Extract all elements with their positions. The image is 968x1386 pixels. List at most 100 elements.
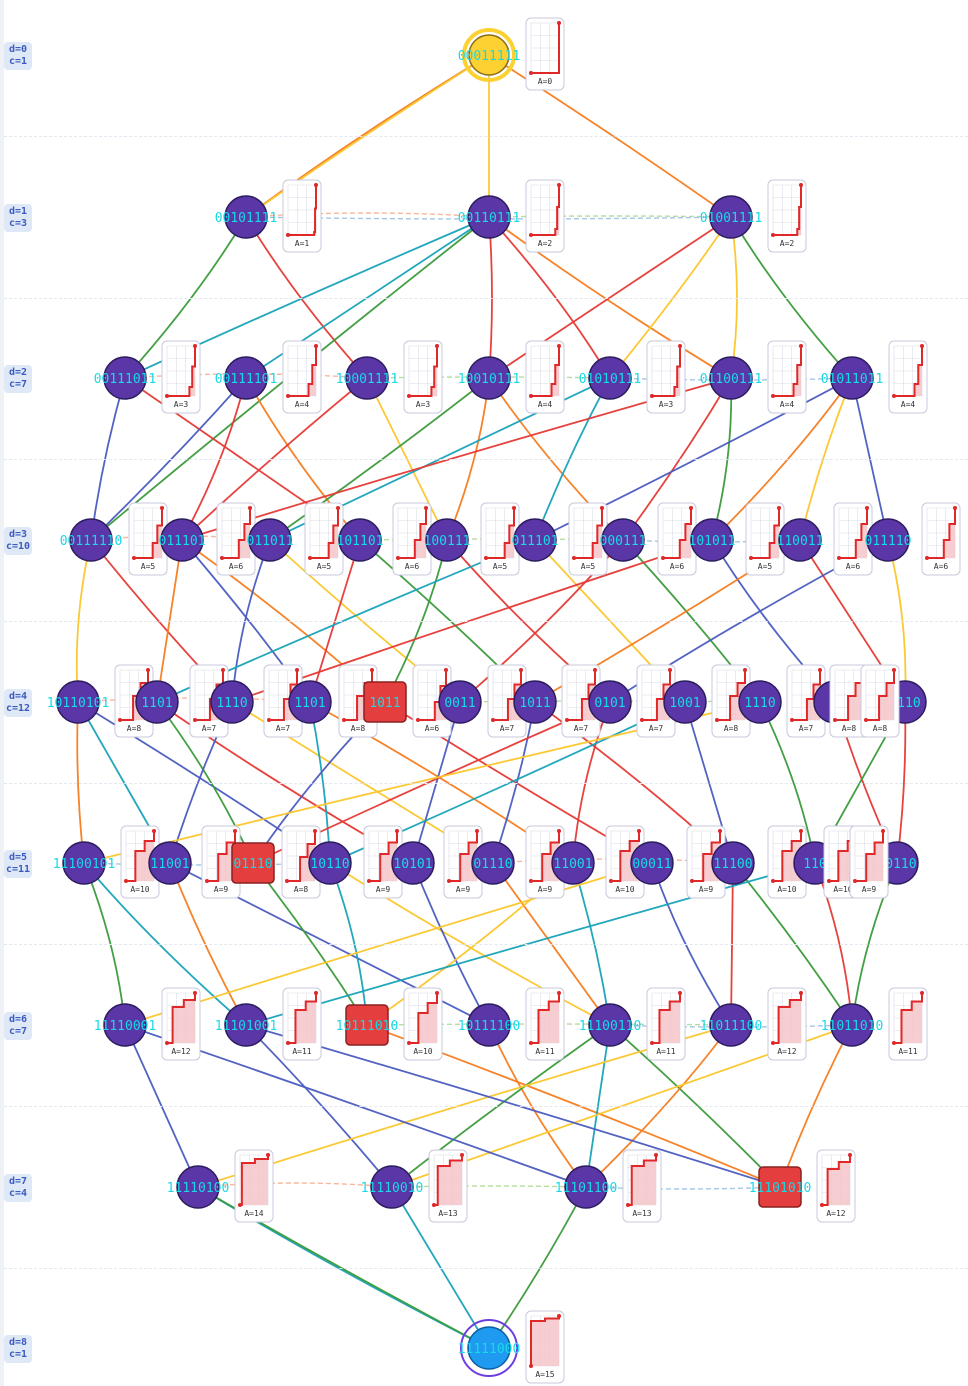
path-thumbnail-card[interactable]: A=3 xyxy=(161,340,201,414)
state-node[interactable]: 011101 xyxy=(512,518,559,562)
path-thumbnail-card[interactable]: A=9 xyxy=(201,825,241,899)
path-thumbnail-card[interactable]: A=9 xyxy=(443,825,483,899)
state-node[interactable]: 11100101 xyxy=(53,841,116,885)
state-node[interactable]: 10001111 xyxy=(336,356,399,400)
state-node[interactable]: 101101 xyxy=(337,518,384,562)
state-node[interactable]: 11101100 xyxy=(555,1165,618,1209)
state-node[interactable]: 0101 xyxy=(588,680,632,724)
state-node[interactable]: 10101 xyxy=(391,841,435,885)
path-thumbnail-card[interactable]: A=13 xyxy=(622,1149,662,1223)
path-thumbnail-card[interactable]: A=6 xyxy=(657,502,697,576)
state-node[interactable]: 01110 xyxy=(471,841,515,885)
state-node[interactable]: 11110001 xyxy=(94,1003,157,1047)
path-thumbnail-card[interactable]: A=5 xyxy=(128,502,168,576)
state-node[interactable]: 11111000 xyxy=(458,1319,521,1377)
state-node[interactable]: 1011 xyxy=(363,681,407,723)
path-thumbnail-card[interactable]: A=8 xyxy=(711,664,751,738)
state-node[interactable]: 000111 xyxy=(600,518,647,562)
path-thumbnail-card[interactable]: A=6 xyxy=(392,502,432,576)
state-node[interactable]: 1001 xyxy=(663,680,707,724)
path-thumbnail-card[interactable]: A=4 xyxy=(767,340,807,414)
state-node[interactable]: 00111110 xyxy=(60,518,123,562)
state-node[interactable]: 110011 xyxy=(777,518,824,562)
state-node[interactable]: 01010111 xyxy=(579,356,642,400)
path-thumbnail-card[interactable]: A=11 xyxy=(525,987,565,1061)
state-node[interactable]: 00011111 xyxy=(458,28,521,82)
path-thumbnail-card[interactable]: A=8 xyxy=(281,825,321,899)
path-thumbnail-card[interactable]: A=2 xyxy=(525,179,565,253)
state-node[interactable]: 01011011 xyxy=(821,356,884,400)
state-node[interactable]: 101011 xyxy=(689,518,736,562)
path-thumbnail-card[interactable]: A=8 xyxy=(860,664,900,738)
path-thumbnail-card[interactable]: A=3 xyxy=(403,340,443,414)
path-thumbnail-card[interactable]: A=11 xyxy=(646,987,686,1061)
state-node[interactable]: 11101010 xyxy=(749,1166,812,1208)
path-thumbnail-card[interactable]: A=4 xyxy=(525,340,565,414)
area-label: A=13 xyxy=(438,1209,457,1218)
state-node[interactable]: 11100110 xyxy=(579,1003,642,1047)
path-thumbnail-card[interactable]: A=9 xyxy=(363,825,403,899)
state-node[interactable]: 00111011 xyxy=(94,356,157,400)
path-thumbnail-card[interactable]: A=5 xyxy=(568,502,608,576)
state-node[interactable]: 011110 xyxy=(865,518,912,562)
state-node[interactable]: 11101001 xyxy=(215,1003,278,1047)
state-node[interactable]: 11100 xyxy=(711,841,755,885)
path-thumbnail-card[interactable]: A=10 xyxy=(605,825,645,899)
path-thumbnail-card[interactable]: A=11 xyxy=(282,987,322,1061)
state-node[interactable]: 1110 xyxy=(210,680,254,724)
state-node[interactable]: 011101 xyxy=(159,518,206,562)
node-label: 01100111 xyxy=(700,372,763,387)
path-thumbnail-card[interactable]: A=15 xyxy=(525,1310,565,1384)
path-thumbnail-card[interactable]: A=6 xyxy=(921,502,961,576)
state-node[interactable]: 01100111 xyxy=(700,356,763,400)
state-node[interactable]: 011011 xyxy=(247,518,294,562)
path-thumbnail-card[interactable]: A=5 xyxy=(745,502,785,576)
path-thumbnail-card[interactable]: A=1 xyxy=(282,179,322,253)
state-node[interactable]: 0011 xyxy=(438,680,482,724)
state-node[interactable]: 1110 xyxy=(738,680,782,724)
path-thumbnail-card[interactable]: A=11 xyxy=(888,987,928,1061)
path-thumbnail-card[interactable]: A=2 xyxy=(767,179,807,253)
state-node[interactable]: 11110010 xyxy=(361,1165,424,1209)
state-node[interactable]: 10110101 xyxy=(47,680,110,724)
path-thumbnail-card[interactable]: A=4 xyxy=(888,340,928,414)
state-node[interactable]: 00011 xyxy=(630,841,674,885)
state-node[interactable]: 10110 xyxy=(308,841,352,885)
path-thumbnail-card[interactable]: A=13 xyxy=(428,1149,468,1223)
state-node[interactable]: 11011010 xyxy=(821,1003,884,1047)
path-thumbnail-card[interactable]: A=3 xyxy=(646,340,686,414)
path-thumbnail-card[interactable]: A=5 xyxy=(304,502,344,576)
state-node[interactable]: 10111100 xyxy=(458,1003,521,1047)
state-node[interactable]: 1101 xyxy=(135,680,179,724)
state-node[interactable]: 00111101 xyxy=(215,356,278,400)
area-label: A=12 xyxy=(171,1047,190,1056)
path-thumbnail-card[interactable]: A=10 xyxy=(767,825,807,899)
state-node[interactable]: 00101111 xyxy=(215,195,278,239)
lattice-path xyxy=(287,831,316,882)
path-thumbnail-card[interactable]: A=9 xyxy=(849,825,889,899)
path-thumbnail-card[interactable]: A=14 xyxy=(234,1149,274,1223)
path-thumbnail-card[interactable]: A=7 xyxy=(561,664,601,738)
path-thumbnail-card[interactable]: A=5 xyxy=(480,502,520,576)
state-node[interactable]: 01001111 xyxy=(700,195,763,239)
path-thumbnail-card[interactable]: A=6 xyxy=(216,502,256,576)
path-thumbnail-card[interactable]: A=12 xyxy=(161,987,201,1061)
state-node[interactable]: 00110111 xyxy=(458,195,521,239)
state-node[interactable]: 1101 xyxy=(288,680,332,724)
state-node[interactable]: 11001 xyxy=(551,841,595,885)
path-thumbnail-card[interactable]: A=10 xyxy=(403,987,443,1061)
path-thumbnail-card[interactable]: A=12 xyxy=(767,987,807,1061)
lattice-path xyxy=(773,831,802,882)
path-thumbnail-card[interactable]: A=6 xyxy=(833,502,873,576)
path-thumbnail-card[interactable]: A=0 xyxy=(525,17,565,91)
state-node[interactable]: 10111010 xyxy=(336,1004,399,1046)
state-node[interactable]: 1011 xyxy=(513,680,557,724)
state-node[interactable]: 100111 xyxy=(424,518,471,562)
state-node[interactable]: 11110100 xyxy=(167,1165,230,1209)
path-thumbnail-card[interactable]: A=4 xyxy=(282,340,322,414)
path-thumbnail-card[interactable]: A=12 xyxy=(816,1149,856,1223)
state-node[interactable]: 10010111 xyxy=(458,356,521,400)
state-node[interactable]: 11001 xyxy=(148,841,192,885)
state-node[interactable]: 01110 xyxy=(231,842,275,884)
state-node[interactable]: 11011100 xyxy=(700,1003,763,1047)
